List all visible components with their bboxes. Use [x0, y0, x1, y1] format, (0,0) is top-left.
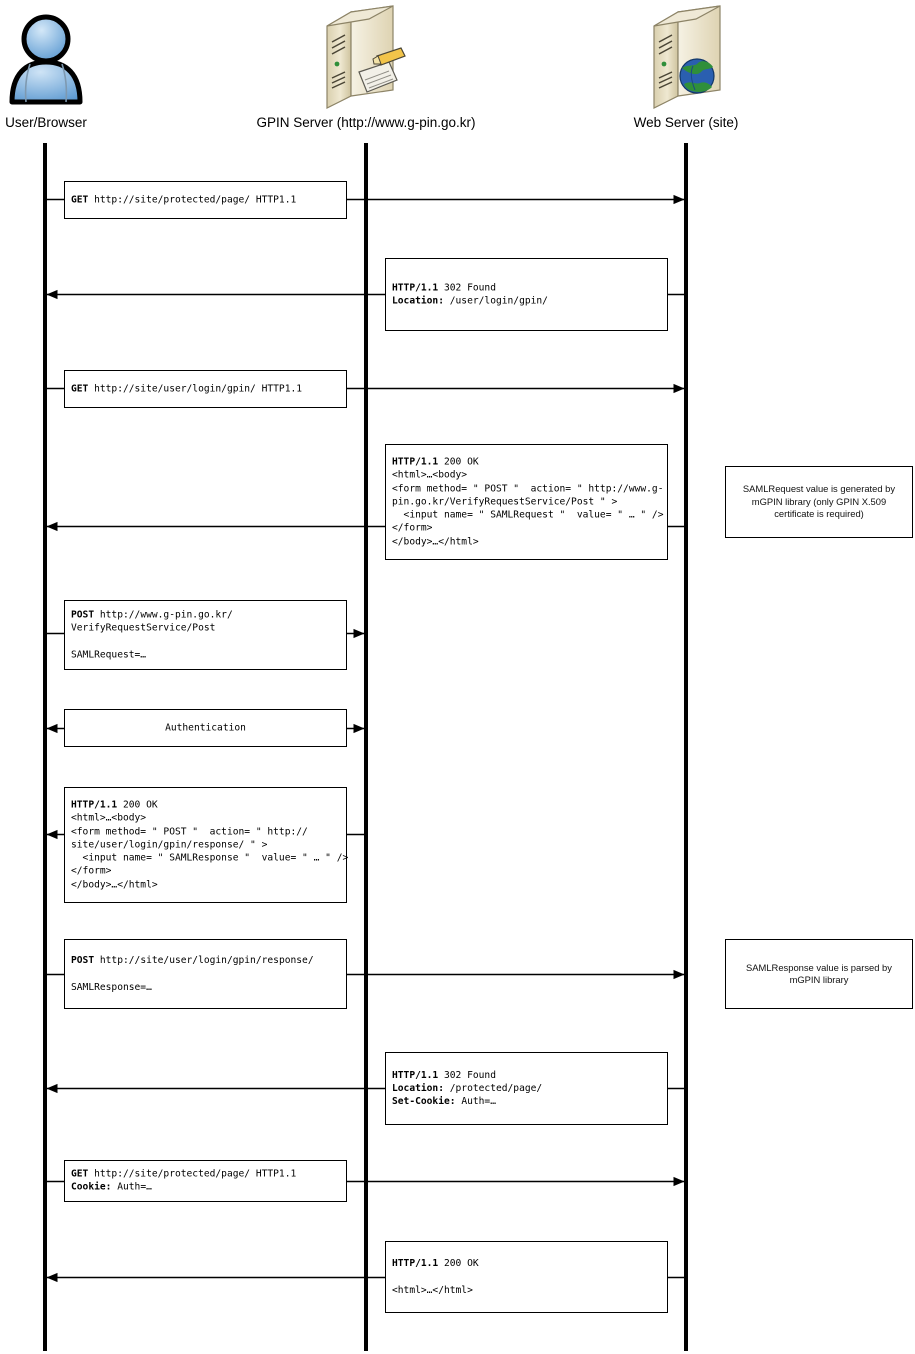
person-icon — [0, 4, 92, 116]
http-keyword: GET — [71, 1168, 89, 1180]
msg-post-verifyrequestservice-text: POST http://www.g-pin.go.kr/ VerifyReque… — [71, 609, 233, 661]
http-keyword: HTTP/1.1 — [392, 1069, 439, 1081]
http-keyword: GET — [71, 194, 89, 206]
msg-authentication: Authentication — [64, 709, 347, 747]
msg-200-ok-samlresponse-form: HTTP/1.1 200 OK <html>…<body> <form meth… — [64, 787, 349, 903]
note-samlresponse-parsed: SAMLResponse value is parsed by mGPIN li… — [725, 939, 913, 1009]
lifeline-web-server — [684, 143, 688, 1351]
http-keyword: Location: — [392, 295, 444, 307]
actor-gpin-server-label: GPIN Server (http://www.g-pin.go.kr) — [256, 115, 476, 130]
http-keyword: Location: — [392, 1082, 444, 1094]
msg-200-ok-samlrequest-form-text: HTTP/1.1 200 OK <html>…<body> <form meth… — [392, 456, 664, 548]
msg-get-protected-page-with-cookie-text: GET http://site/protected/page/ HTTP1.1 … — [71, 1168, 297, 1193]
http-keyword: GET — [71, 383, 89, 395]
msg-200-ok-samlrequest-form: HTTP/1.1 200 OK <html>…<body> <form meth… — [385, 444, 668, 560]
http-keyword: POST — [71, 955, 95, 967]
msg-post-gpin-response-text: POST http://site/user/login/gpin/respons… — [71, 955, 314, 993]
msg-302-found-login-gpin-text: HTTP/1.1 302 Found Location: /user/login… — [392, 282, 548, 307]
actor-web-server-label: Web Server (site) — [633, 115, 739, 130]
http-keyword: HTTP/1.1 — [392, 456, 439, 468]
actor-web-server: Web Server (site) — [596, 4, 776, 130]
msg-get-login-gpin: GET http://site/user/login/gpin/ HTTP1.1 — [64, 370, 347, 408]
server-pen-icon — [241, 4, 491, 116]
actor-gpin-server: GPIN Server (http://www.g-pin.go.kr) — [241, 4, 491, 130]
note-samlrequest-generated-text: SAMLRequest value is generated by mGPIN … — [742, 483, 896, 520]
note-samlrequest-generated: SAMLRequest value is generated by mGPIN … — [725, 466, 913, 538]
msg-authentication-text: Authentication — [165, 722, 246, 734]
http-keyword: HTTP/1.1 — [392, 1258, 439, 1270]
server-globe-icon — [596, 4, 776, 116]
actor-user-browser: User/Browser — [0, 4, 92, 130]
msg-get-protected-page-with-cookie: GET http://site/protected/page/ HTTP1.1 … — [64, 1160, 347, 1202]
http-keyword: HTTP/1.1 — [392, 282, 439, 294]
http-keyword: Set-Cookie: — [392, 1096, 456, 1108]
msg-get-protected-page: GET http://site/protected/page/ HTTP1.1 — [64, 181, 347, 219]
msg-302-found-set-cookie-text: HTTP/1.1 302 Found Location: /protected/… — [392, 1069, 543, 1108]
msg-302-found-set-cookie: HTTP/1.1 302 Found Location: /protected/… — [385, 1052, 668, 1125]
http-keyword: POST — [71, 609, 95, 621]
msg-get-login-gpin-text: GET http://site/user/login/gpin/ HTTP1.1 — [71, 383, 303, 395]
lifeline-gpin-server — [364, 143, 368, 1351]
http-keyword: Cookie: — [71, 1182, 112, 1193]
msg-get-protected-page-text: GET http://site/protected/page/ HTTP1.1 — [71, 194, 297, 206]
msg-post-gpin-response: POST http://site/user/login/gpin/respons… — [64, 939, 347, 1009]
msg-post-verifyrequestservice: POST http://www.g-pin.go.kr/ VerifyReque… — [64, 600, 347, 670]
note-samlresponse-parsed-text: SAMLResponse value is parsed by mGPIN li… — [746, 961, 892, 985]
lifeline-user-browser — [43, 143, 47, 1351]
actor-user-browser-label: User/Browser — [5, 115, 87, 130]
msg-200-ok-final-html-text: HTTP/1.1 200 OK <html>…</html> — [392, 1258, 479, 1296]
msg-200-ok-samlresponse-form-text: HTTP/1.1 200 OK <html>…<body> <form meth… — [71, 799, 349, 891]
msg-200-ok-final-html: HTTP/1.1 200 OK <html>…</html> — [385, 1241, 668, 1313]
msg-302-found-login-gpin: HTTP/1.1 302 Found Location: /user/login… — [385, 258, 668, 331]
http-keyword: HTTP/1.1 — [71, 799, 118, 811]
